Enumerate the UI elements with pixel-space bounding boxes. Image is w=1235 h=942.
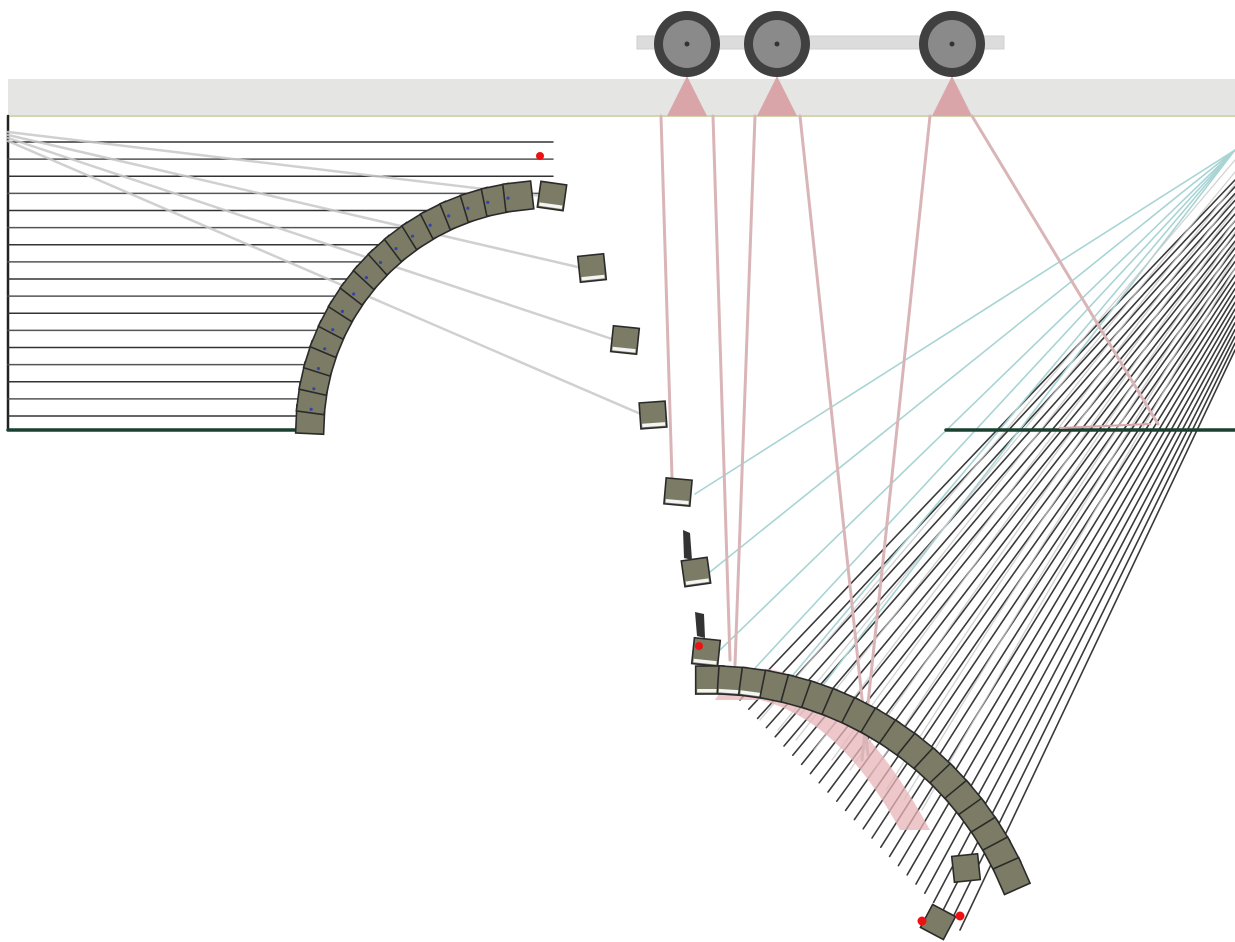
pulley-cable (798, 114, 870, 757)
right-support-string (831, 207, 1235, 761)
falling-block-string (6, 133, 584, 270)
right-support-string (849, 219, 1235, 771)
anchor-cone (667, 76, 707, 116)
falling-block-string (6, 130, 544, 198)
pulley-wheel-3 (919, 11, 985, 77)
arch-joint (331, 328, 335, 332)
right-support-string (777, 171, 1235, 731)
falling-block-string (799, 149, 1235, 716)
arch-joint (506, 196, 510, 200)
right-support-string (871, 281, 1235, 839)
left-arch-block (501, 180, 535, 213)
ceiling-layer (7, 35, 1235, 117)
arch-joint (309, 407, 313, 411)
falling-block (690, 636, 722, 668)
string-layer (6, 114, 1235, 931)
pulley-cable (711, 114, 732, 662)
debris-mark (695, 612, 705, 638)
falling-block-string (6, 136, 617, 342)
falling-block-string (743, 149, 1235, 681)
right-support-string (739, 179, 1235, 701)
falling-block-string (719, 149, 1235, 651)
pulley-cable (970, 114, 1160, 426)
arch-joint (410, 234, 415, 238)
contact-point (955, 911, 965, 921)
arch-joint (378, 260, 383, 265)
falling-block (950, 852, 982, 884)
falling-block (609, 324, 641, 356)
pulley-cable (860, 114, 932, 762)
contact-blob (715, 668, 930, 830)
falling-block (536, 180, 568, 212)
right-support-string (756, 192, 1235, 720)
right-support-string (862, 274, 1235, 830)
right-arch-block (694, 665, 725, 695)
block-layer (294, 152, 1032, 941)
right-support-string (885, 243, 1235, 791)
pulley-cable (659, 114, 674, 480)
arch-joint (340, 309, 345, 313)
arch-joint (466, 206, 470, 210)
right-support-string (827, 247, 1235, 793)
right-support-string (783, 213, 1235, 747)
right-support-string (795, 183, 1235, 741)
pulley-cable (733, 114, 757, 667)
arch-joint (447, 214, 451, 218)
anchor-cone (757, 76, 797, 116)
arch-joint (323, 347, 327, 351)
right-support-string (867, 231, 1235, 781)
arch-joint (364, 276, 369, 280)
falling-block (576, 252, 608, 284)
right-support-string (759, 159, 1235, 721)
right-support-string (903, 255, 1235, 801)
falling-block-string (709, 149, 1235, 573)
arch-joint (312, 387, 316, 391)
cable-layer (659, 76, 1160, 830)
right-arch-block (992, 856, 1032, 896)
right-support-string (813, 195, 1235, 751)
falling-block (663, 477, 693, 507)
right-support-string (835, 254, 1235, 803)
right-support-string (800, 226, 1235, 766)
anchor-cone (932, 76, 972, 116)
pulley-rail (636, 35, 1005, 50)
falling-block (638, 400, 668, 430)
pulley-wheel-2 (744, 11, 810, 77)
falling-block (680, 556, 712, 588)
arch-joint (316, 366, 321, 371)
right-arch-block (919, 903, 957, 941)
right-support-string (818, 240, 1235, 784)
pulley-wheel-1 (654, 11, 720, 77)
right-support-string (747, 186, 1235, 711)
arch-joint (352, 292, 356, 296)
contact-point (536, 152, 544, 160)
right-support-string (765, 199, 1235, 729)
ceiling-beam (8, 79, 1235, 117)
debris-mark (683, 530, 692, 560)
right-support-string (921, 267, 1235, 811)
right-support-string (809, 233, 1235, 775)
falling-block-string (694, 149, 1235, 495)
ledge-cable-contact (1059, 423, 1151, 429)
contact-point (695, 642, 703, 650)
arch-joint (394, 247, 398, 251)
falling-block-string (771, 149, 1235, 701)
arch-joint (428, 223, 432, 227)
wheel-layer (654, 11, 985, 77)
arch-joint (486, 200, 490, 204)
right-support-string (844, 260, 1235, 812)
falling-block-string (6, 139, 645, 417)
contact-point (917, 916, 927, 926)
